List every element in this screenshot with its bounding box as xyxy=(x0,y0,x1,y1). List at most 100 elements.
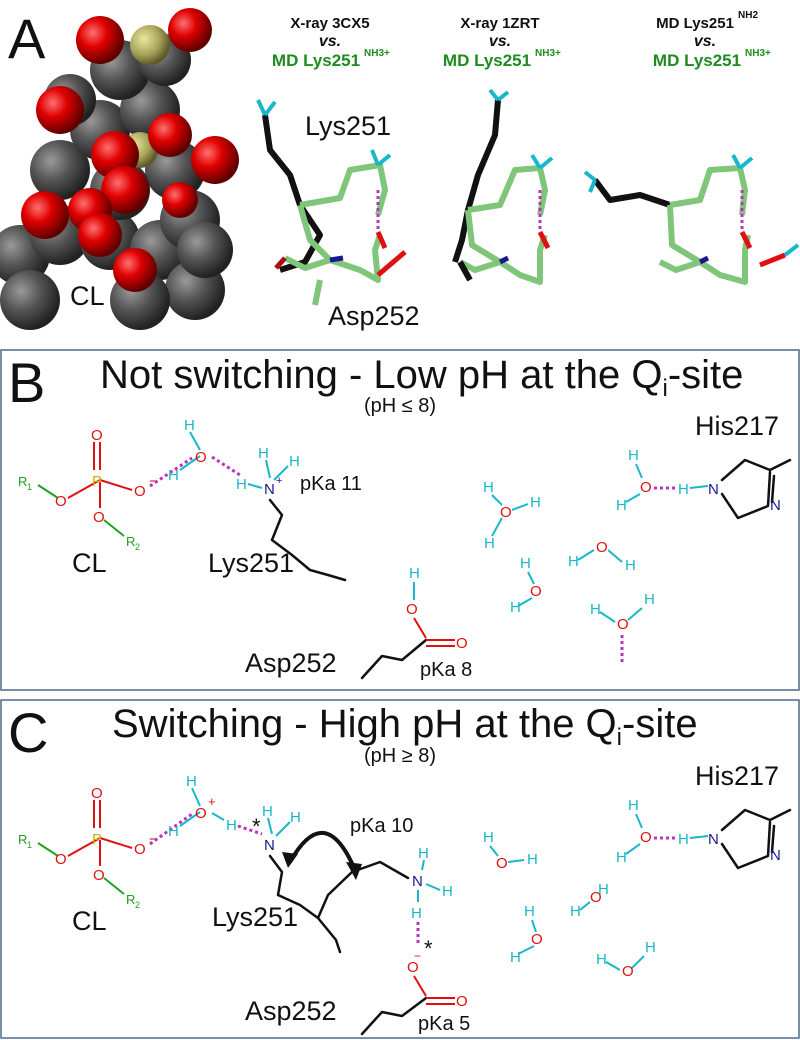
cl-label-a: CL xyxy=(70,281,105,311)
svg-text:N: N xyxy=(770,497,781,514)
lys251-pka-c: pKa 10 xyxy=(350,815,413,837)
asp252-label-c: Asp252 xyxy=(245,996,337,1026)
svg-text:H: H xyxy=(625,557,636,574)
panel-a: A CL X-ray 3CX5 vs. MD Lys251 NH3+ X-ray… xyxy=(0,7,800,331)
svg-text:H: H xyxy=(530,494,541,511)
his217-ring-c: N N xyxy=(708,808,792,870)
lys251-pka-b: pKa 11 xyxy=(300,473,362,495)
svg-text:H: H xyxy=(678,481,689,498)
cl-label-b: CL xyxy=(72,548,107,578)
svg-text:R: R xyxy=(126,534,135,549)
svg-text:R: R xyxy=(18,474,27,489)
svg-text:H: H xyxy=(418,845,429,862)
svg-text:H: H xyxy=(168,823,179,840)
panel-b-border xyxy=(0,349,800,691)
panel-c-letter: C xyxy=(8,701,48,764)
svg-text:H: H xyxy=(628,797,639,814)
his217-ring-b: N N xyxy=(708,458,792,520)
svg-text:O: O xyxy=(456,635,468,652)
svg-text:2: 2 xyxy=(135,900,140,910)
his217-label-c: His217 xyxy=(695,761,779,791)
svg-text:O: O xyxy=(500,504,512,521)
svg-text:H: H xyxy=(616,497,627,514)
svg-text:O: O xyxy=(496,855,508,872)
water-b3: HOH xyxy=(568,539,636,574)
panel-c-border xyxy=(0,699,800,1039)
svg-text:N: N xyxy=(708,831,719,848)
panel-c-subtitle: (pH ≥ 8) xyxy=(364,745,436,767)
svg-text:R: R xyxy=(18,832,27,847)
svg-text:−: − xyxy=(414,949,421,963)
svg-text:*: * xyxy=(252,814,261,839)
panel-b: B Not switching - Low pH at the Qi-site … xyxy=(0,349,800,691)
switching-arrow xyxy=(282,830,362,880)
svg-text:O: O xyxy=(530,583,542,600)
svg-text:2: 2 xyxy=(135,542,140,552)
svg-text:H: H xyxy=(484,535,495,552)
lys251-label-a: Lys251 xyxy=(305,111,391,141)
svg-text:+: + xyxy=(208,794,216,809)
svg-text:H: H xyxy=(568,553,579,570)
svg-text:H: H xyxy=(596,951,607,968)
svg-text:H: H xyxy=(186,773,197,790)
comparison-1-vs: vs. xyxy=(319,33,341,50)
svg-text:H: H xyxy=(644,591,655,608)
svg-text:O: O xyxy=(640,479,652,496)
panel-a-letter: A xyxy=(8,7,46,70)
svg-text:R: R xyxy=(126,892,135,907)
svg-text:H: H xyxy=(290,809,301,826)
cl-spacefill-model xyxy=(0,8,239,330)
asp252-c: * O − O xyxy=(360,936,468,1036)
svg-text:H: H xyxy=(628,447,639,464)
svg-text:O: O xyxy=(407,959,419,976)
svg-text:O: O xyxy=(134,841,146,858)
lys251-nh2-c: * N H H N H H H xyxy=(252,803,453,954)
svg-text:H: H xyxy=(510,599,521,616)
svg-text:−: − xyxy=(149,473,158,490)
asp252-b: H O O xyxy=(360,565,468,680)
svg-text:1: 1 xyxy=(27,482,32,492)
svg-text:O: O xyxy=(93,509,105,526)
svg-text:H: H xyxy=(483,829,494,846)
svg-text:H: H xyxy=(184,417,195,434)
svg-text:O: O xyxy=(596,539,608,556)
svg-text:N: N xyxy=(770,847,781,864)
svg-text:O: O xyxy=(406,601,418,618)
svg-text:1: 1 xyxy=(27,840,32,850)
comparison-2-sup: NH3+ xyxy=(535,48,561,59)
svg-text:H: H xyxy=(483,479,494,496)
svg-text:O: O xyxy=(531,931,543,948)
panel-c-title: Switching - High pH at the Qi-site xyxy=(112,702,698,751)
svg-text:H: H xyxy=(598,881,609,898)
panel-b-title: Not switching - Low pH at the Qi-site xyxy=(100,353,743,402)
svg-text:+: + xyxy=(276,475,282,487)
water-c2: HOH xyxy=(510,903,543,966)
svg-text:O: O xyxy=(55,493,67,510)
svg-text:H: H xyxy=(524,903,535,920)
svg-text:O: O xyxy=(195,449,207,466)
water-b4: HOH xyxy=(590,591,655,665)
panel-b-subtitle: (pH ≤ 8) xyxy=(364,395,436,417)
svg-text:H: H xyxy=(678,831,689,848)
svg-text:O: O xyxy=(640,829,652,846)
svg-text:H: H xyxy=(590,601,601,618)
svg-text:H: H xyxy=(527,851,538,868)
comparison-2-line3: MD Lys251 xyxy=(443,51,531,70)
svg-text:O: O xyxy=(91,785,103,802)
svg-text:O: O xyxy=(456,993,468,1010)
comparison-3-sup3: NH3+ xyxy=(745,48,771,59)
svg-text:H: H xyxy=(442,883,453,900)
hydronium-c: H O + H H xyxy=(149,773,263,846)
comparison-2-line1: X-ray 1ZRT xyxy=(460,15,539,32)
comparison-3-vs: vs. xyxy=(694,33,716,50)
water-c3: HOH xyxy=(570,881,609,920)
svg-text:H: H xyxy=(168,467,179,484)
svg-text:H: H xyxy=(226,817,237,834)
svg-text:O: O xyxy=(590,889,602,906)
comparison-3-sup1: NH2 xyxy=(738,10,758,21)
